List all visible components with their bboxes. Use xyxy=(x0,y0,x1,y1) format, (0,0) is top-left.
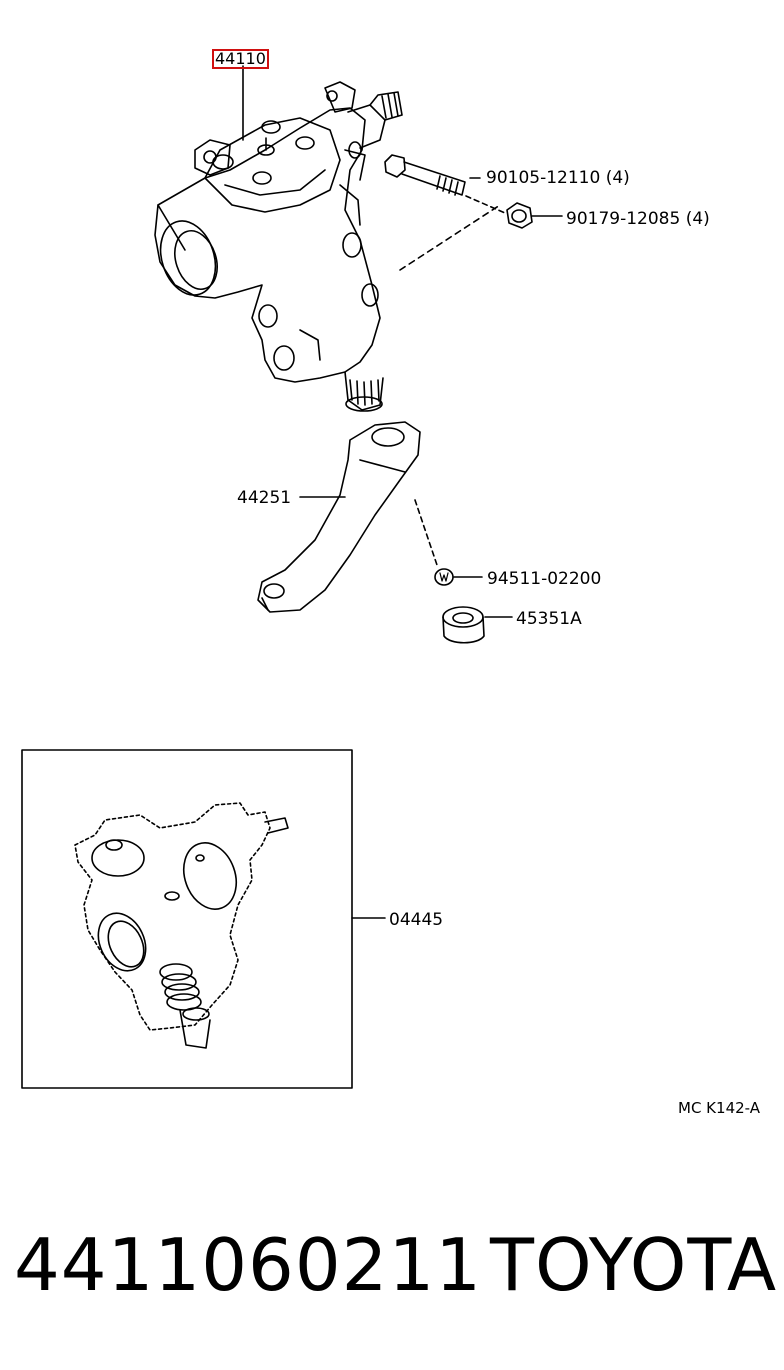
part-label-gasket-kit[interactable]: 04445 xyxy=(389,910,444,930)
footer-part-number: 4411060211 xyxy=(14,1223,483,1307)
bushing-part xyxy=(442,606,513,644)
part-label-pitman-arm[interactable]: 44251 xyxy=(237,488,292,508)
gasket-kit-box xyxy=(21,749,386,1089)
nut-part xyxy=(506,202,563,229)
part-label-44110[interactable]: 44110 xyxy=(212,49,269,69)
part-label-bushing[interactable]: 45351A xyxy=(516,609,582,629)
part-label-bolt[interactable]: 90105-12110 (4) xyxy=(486,168,630,188)
diagram-reference-code: MC K142-A xyxy=(678,1099,760,1117)
footer-brand: TOYOTA xyxy=(490,1223,778,1307)
part-label-nut[interactable]: 90179-12085 (4) xyxy=(566,209,710,229)
washer-part xyxy=(434,568,483,586)
steering-gear-housing xyxy=(154,65,501,412)
part-label-washer[interactable]: 94511-02200 xyxy=(487,569,602,589)
bolt-part xyxy=(384,154,506,214)
pitman-arm-part xyxy=(257,421,439,613)
